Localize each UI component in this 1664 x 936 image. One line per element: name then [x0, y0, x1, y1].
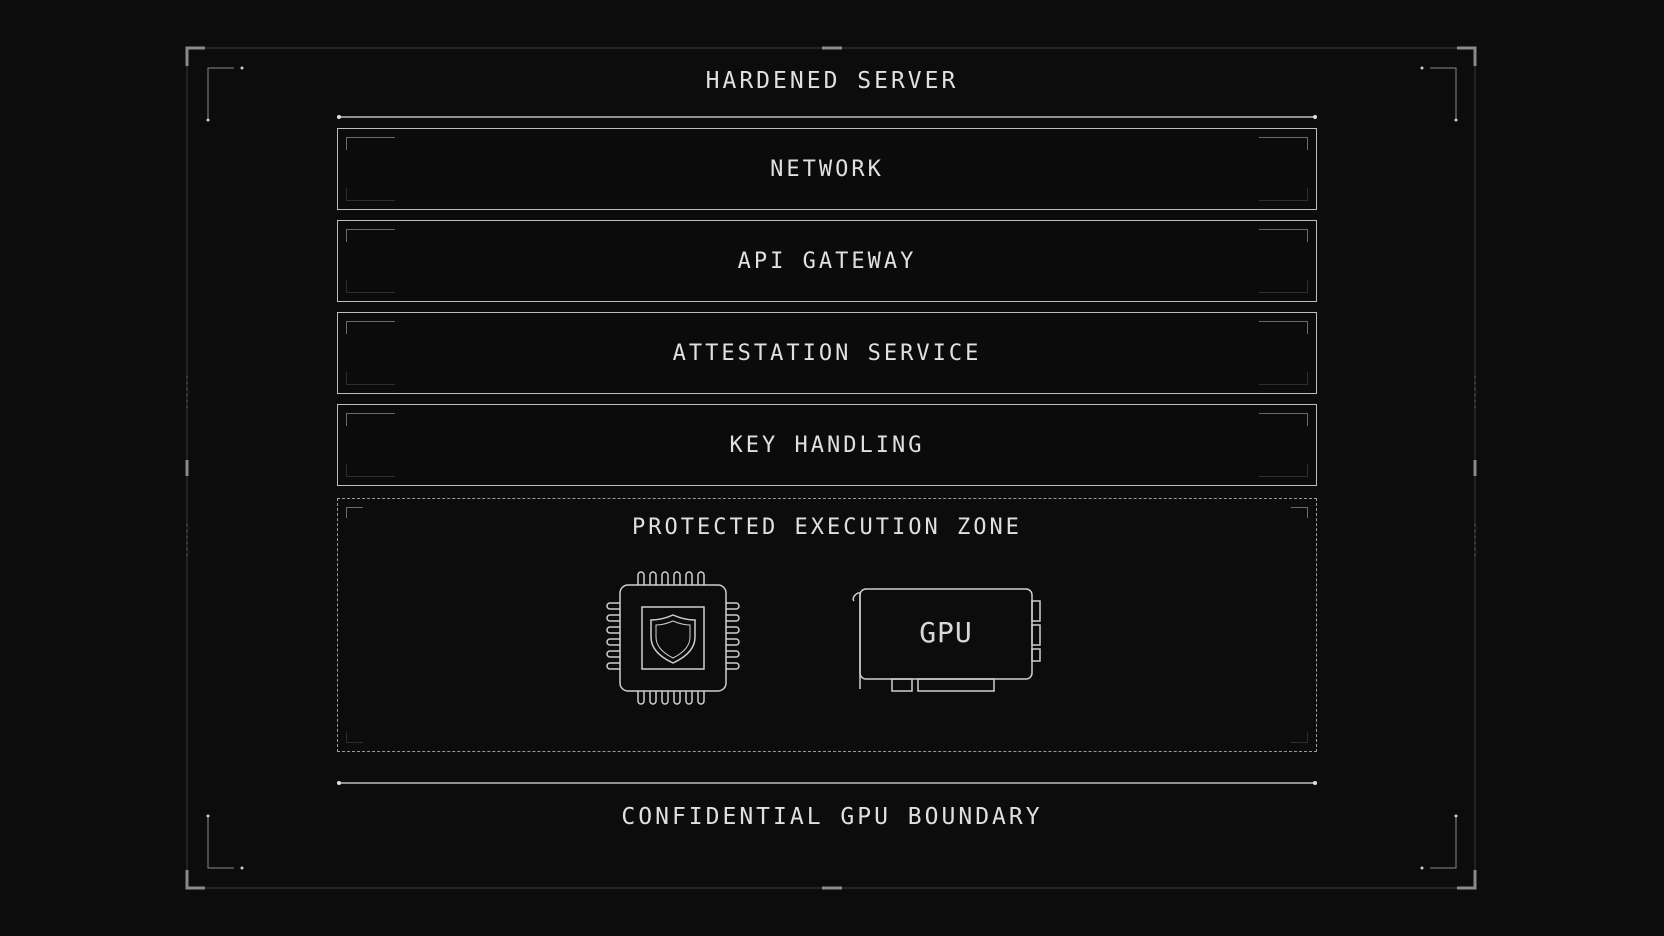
shield-chip-icon: [604, 571, 744, 709]
corner-mark: [346, 507, 363, 518]
corner-mark: [1259, 280, 1308, 293]
corner-mark: [1259, 372, 1308, 385]
layer-label: ATTESTATION SERVICE: [672, 341, 982, 366]
layer-key-handling: KEY HANDLING: [337, 404, 1317, 486]
layer-label: API GATEWAY: [737, 249, 917, 274]
corner-mark: [346, 372, 395, 385]
corner-mark: [1259, 137, 1308, 150]
corner-mark: [1259, 229, 1308, 242]
gpu-label: GPU: [919, 616, 973, 649]
corner-mark: [346, 464, 395, 477]
corner-mark: [1291, 732, 1308, 743]
corner-mark: [346, 188, 395, 201]
corner-mark: [1259, 188, 1308, 201]
corner-mark: [346, 413, 395, 426]
layer-label: NETWORK: [770, 157, 884, 182]
zone-label: PROTECTED EXECUTION ZONE: [632, 515, 1022, 540]
corner-mark: [1291, 507, 1308, 518]
corner-mark: [346, 280, 395, 293]
corner-mark: [346, 321, 395, 334]
layer-label: KEY HANDLING: [729, 433, 925, 458]
corner-mark: [1259, 413, 1308, 426]
gpu-card-icon: GPU: [848, 587, 1048, 701]
layer-attestation-service: ATTESTATION SERVICE: [337, 312, 1317, 394]
corner-mark: [346, 229, 395, 242]
confidential-gpu-boundary-label: CONFIDENTIAL GPU BOUNDARY: [621, 804, 1043, 830]
corner-mark: [1259, 464, 1308, 477]
layer-api-gateway: API GATEWAY: [337, 220, 1317, 302]
corner-mark: [346, 732, 363, 743]
protected-execution-zone: PROTECTED EXECUTION ZONE: [337, 498, 1317, 752]
hardened-server-title: HARDENED SERVER: [705, 68, 959, 94]
corner-mark: [346, 137, 395, 150]
corner-mark: [1259, 321, 1308, 334]
layer-network: NETWORK: [337, 128, 1317, 210]
